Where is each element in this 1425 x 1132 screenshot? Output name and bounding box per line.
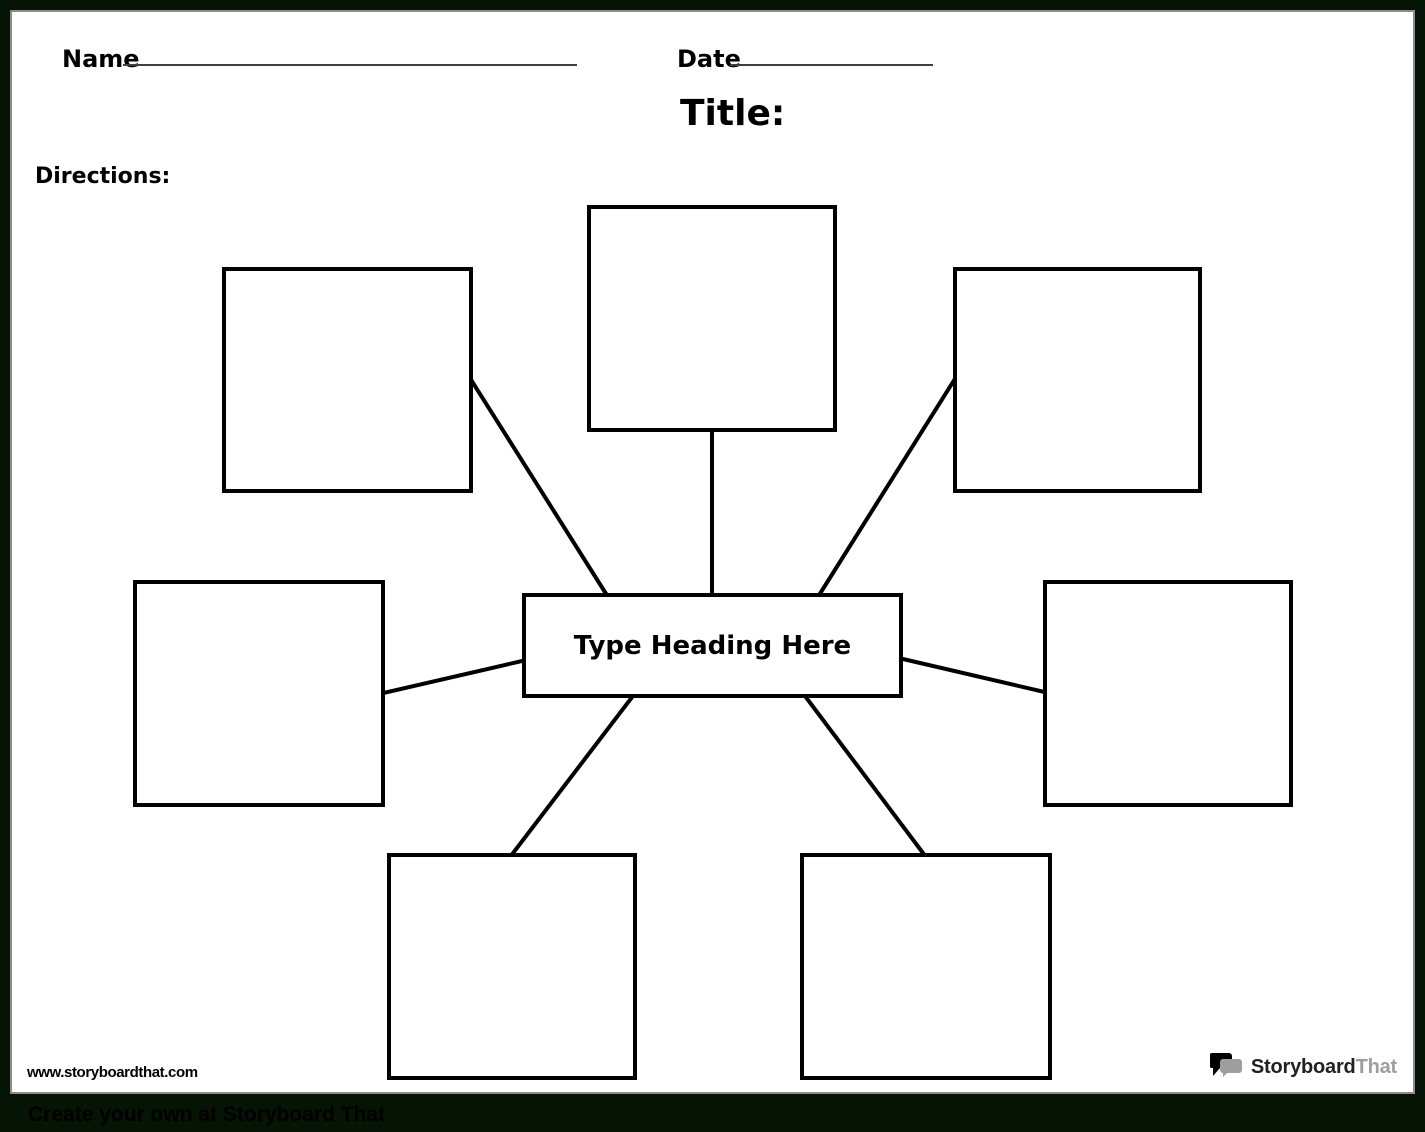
- date-field-line[interactable]: [730, 64, 933, 66]
- date-label: Date: [677, 45, 741, 73]
- spider-box-mid-right[interactable]: [1043, 580, 1293, 807]
- worksheet-page: Name Date Title: Directions: Type Headin…: [10, 10, 1415, 1094]
- brand-text-storyboard: Storyboard: [1250, 1055, 1356, 1078]
- site-url-text: www.storyboardthat.com: [27, 1064, 198, 1081]
- spider-box-top-center[interactable]: [587, 205, 837, 432]
- brand-text: StoryboardThat: [1251, 1056, 1397, 1079]
- name-field-line[interactable]: [123, 64, 577, 66]
- spider-box-bottom-left[interactable]: [387, 853, 637, 1080]
- spider-box-mid-left[interactable]: [133, 580, 385, 807]
- center-heading-box[interactable]: Type Heading Here: [522, 593, 903, 698]
- name-label: Name: [62, 45, 140, 73]
- speech-bubbles-icon: [1209, 1053, 1242, 1077]
- title-label: Title:: [680, 93, 786, 134]
- directions-label: Directions:: [35, 164, 171, 189]
- spider-box-bottom-right[interactable]: [800, 853, 1052, 1080]
- spider-connector-lines: [374, 372, 1054, 863]
- center-heading-text: Type Heading Here: [573, 630, 852, 661]
- footer-tagline: Create your own at Storyboard That: [28, 1103, 386, 1126]
- spider-box-top-right[interactable]: [953, 267, 1202, 493]
- storyboardthat-logo: StoryboardThat: [1209, 1052, 1397, 1082]
- brand-text-that: That: [1355, 1055, 1398, 1078]
- spider-box-top-left[interactable]: [222, 267, 473, 493]
